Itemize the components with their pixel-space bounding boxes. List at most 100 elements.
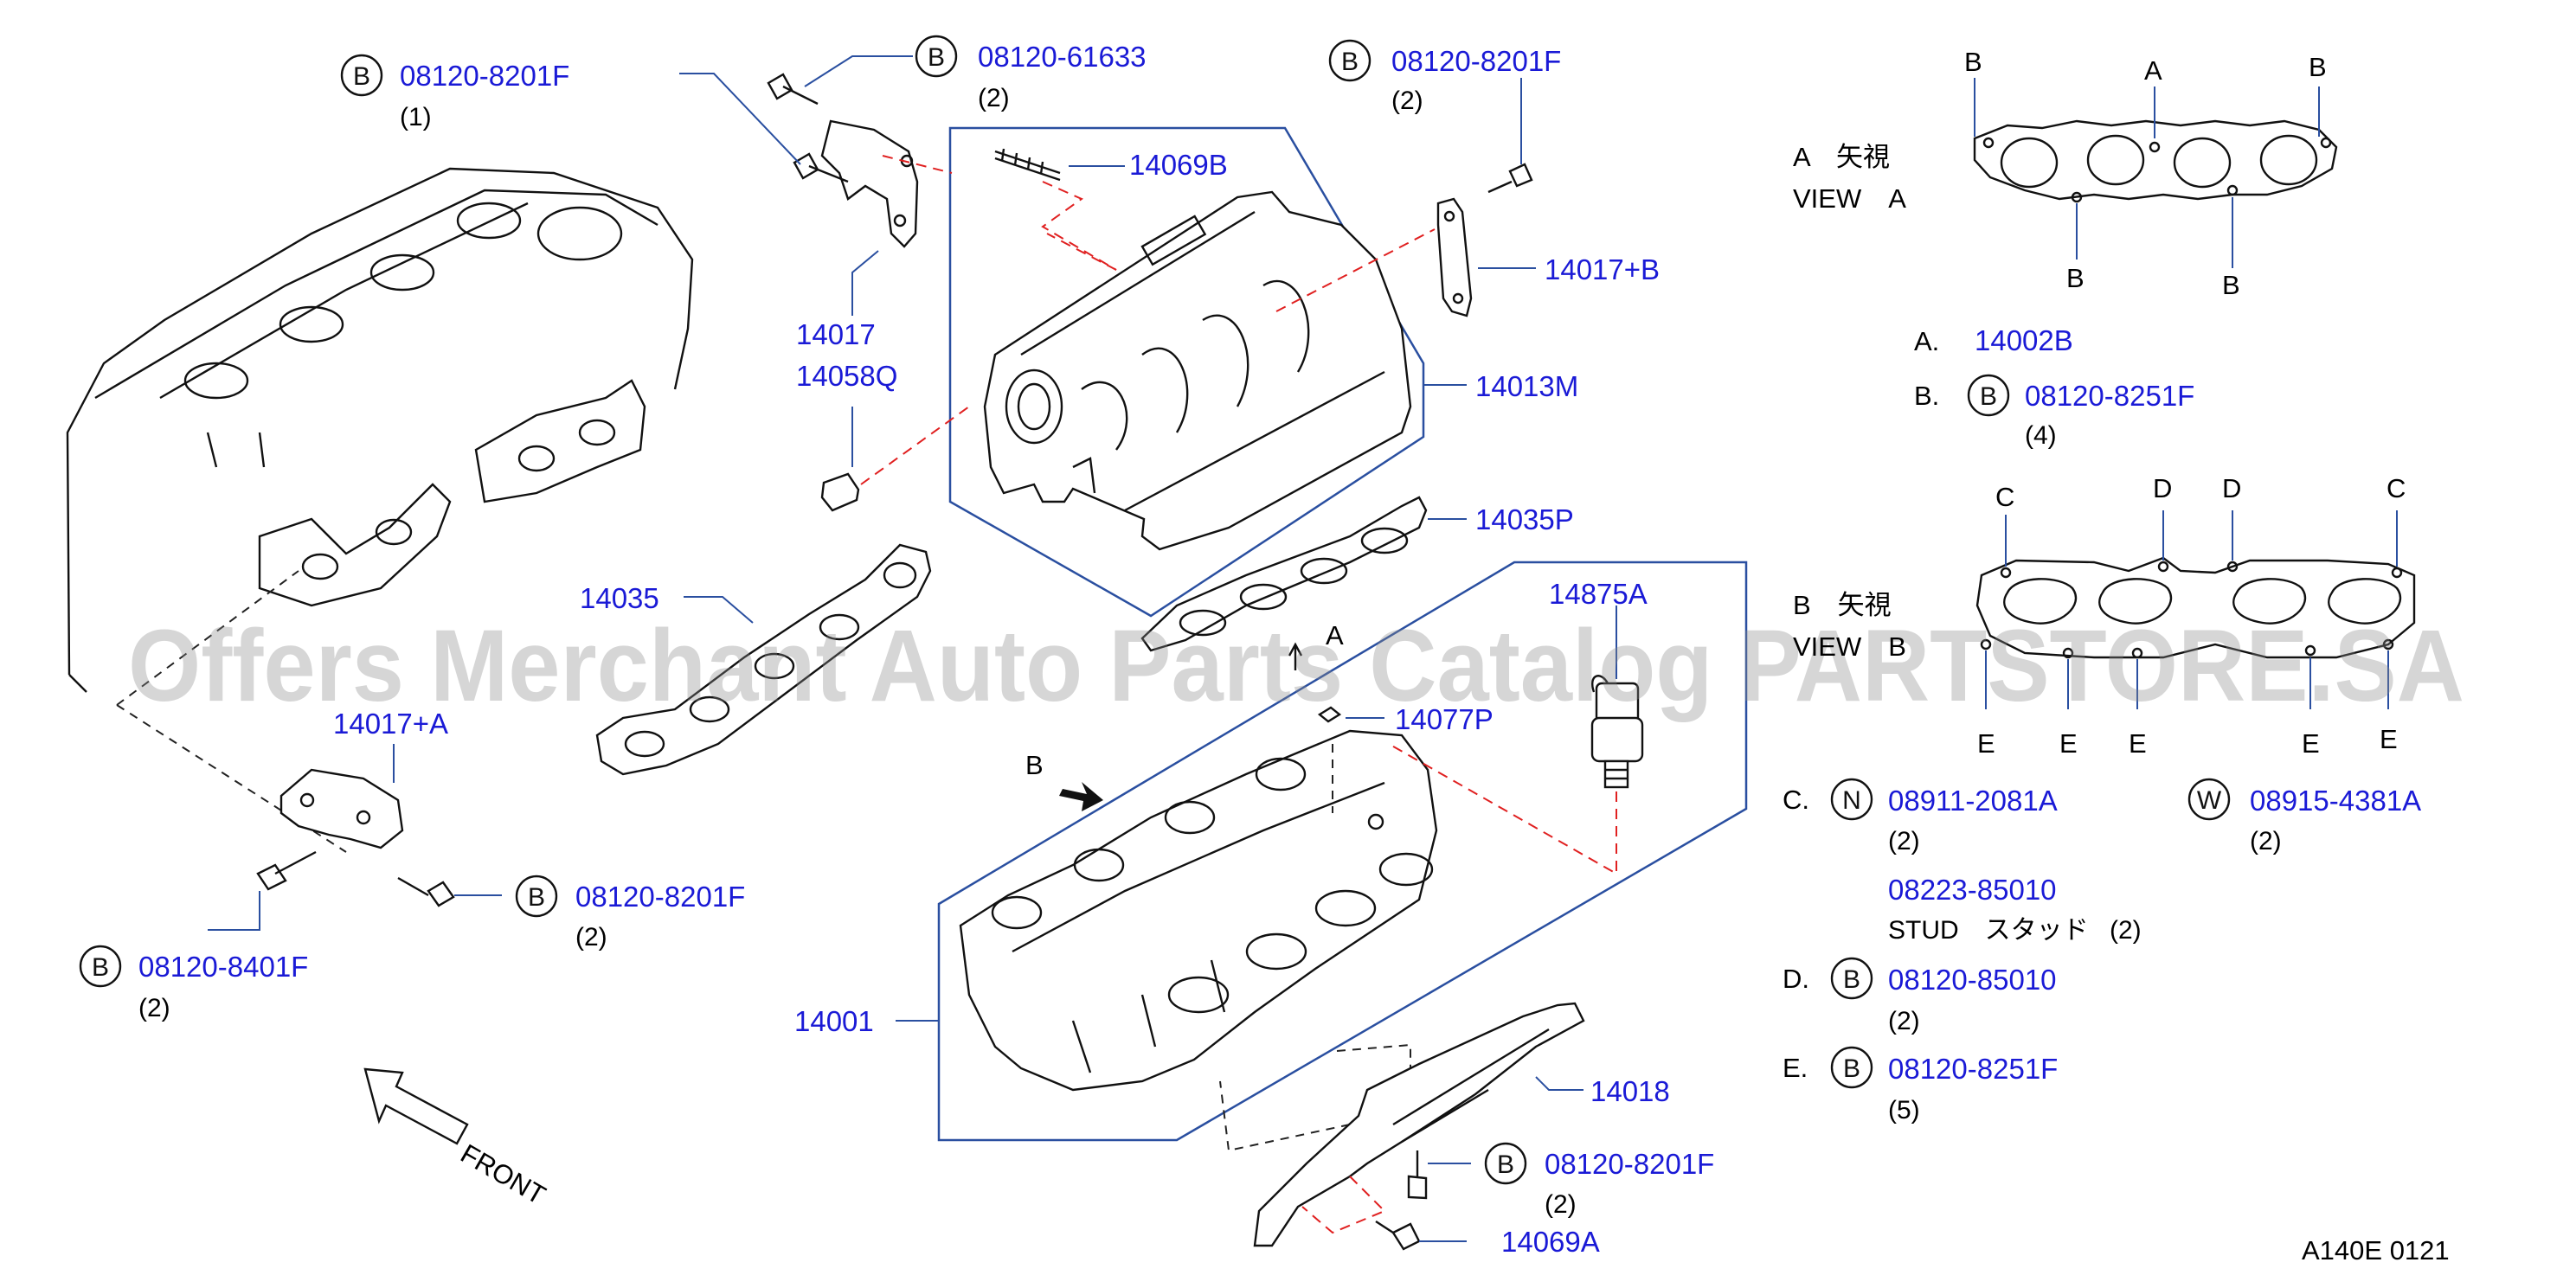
view-b-label: B [1025, 750, 1044, 780]
part-14017A[interactable]: 14017+A [333, 708, 448, 740]
legend-w[interactable]: W 08915-4381A (2) [2187, 778, 2421, 855]
lower-intake-manifold [959, 729, 1438, 1092]
svg-text:B: B [1341, 48, 1359, 76]
part-number: 08120-8201F [1391, 45, 1561, 77]
quantity: (2) [138, 994, 170, 1022]
part-14001[interactable]: 14001 [794, 1005, 874, 1037]
part-14069A[interactable]: 14069A [1501, 1226, 1600, 1258]
view-b-title-en: VIEW B [1793, 631, 1906, 662]
plate-14018 [1253, 1002, 1585, 1247]
quantity: (2) [2110, 916, 2142, 945]
callout-08120-8401F[interactable]: B 08120-8401F (2) [79, 945, 308, 1022]
legend-c[interactable]: C. N 08911-2081A (2) [1783, 778, 2058, 855]
legend-e[interactable]: E. B 08120-8251F (5) [1783, 1046, 2058, 1125]
view-a-letter: B [1964, 47, 1982, 77]
bolt-b-icon [915, 35, 958, 78]
part-14035P[interactable]: 14035P [1475, 503, 1574, 535]
bolt-b-icon [1484, 1142, 1527, 1185]
part-14069B[interactable]: 14069B [1129, 149, 1228, 181]
svg-text:B: B [528, 883, 545, 912]
part-14035[interactable]: 14035 [580, 582, 659, 614]
gasket-14035P [1140, 496, 1428, 652]
svg-text:B: B [92, 953, 109, 982]
view-b-letter: E [2380, 724, 2398, 754]
upper-intake-manifold [983, 190, 1412, 551]
view-a-label: A [1326, 620, 1344, 650]
bolt-icon [1407, 1150, 1428, 1200]
part-number: 08120-8401F [138, 951, 308, 983]
part-number: 08120-61633 [978, 41, 1147, 73]
svg-text:B: B [1980, 382, 1997, 411]
part-14875A[interactable]: 14875A [1549, 578, 1648, 610]
front-label: FRONT [456, 1138, 551, 1211]
bolt-icon [767, 73, 819, 106]
part-14018[interactable]: 14018 [1590, 1075, 1670, 1107]
view-b-letter: D [2153, 473, 2172, 503]
legend-stud[interactable]: 08223-85010 STUD スタッド (2) [1888, 874, 2142, 945]
part-14077P[interactable]: 14077P [1395, 703, 1494, 735]
view-a-letter: B [2066, 263, 2085, 293]
part-number: 08120-8251F [1888, 1053, 2058, 1085]
legend-b[interactable]: B. B 08120-8251F (4) [1914, 374, 2194, 450]
svg-text:B: B [353, 62, 370, 91]
part-number: 08120-8201F [1545, 1148, 1714, 1180]
callout-08120-61633[interactable]: B 08120-61633 (2) [915, 35, 1147, 112]
view-a-letter: B [2309, 52, 2327, 82]
quantity: (2) [978, 84, 1010, 112]
callout-08120-8201F-c[interactable]: B 08120-8201F (2) [515, 875, 745, 952]
svg-text:C.: C. [1783, 785, 1809, 815]
view-b-letter: C [1995, 482, 2014, 512]
legend-d[interactable]: D. B 08120-85010 (2) [1783, 957, 2057, 1035]
view-b-letter: E [1977, 728, 1995, 759]
legend-a[interactable]: A. 14002B [1914, 324, 2073, 356]
quantity: (2) [1888, 1007, 1920, 1035]
part-14017B[interactable]: 14017+B [1545, 253, 1660, 285]
upper-assembly-outline [948, 126, 1425, 618]
svg-text:D.: D. [1783, 964, 1809, 994]
part-number: 08223-85010 [1888, 874, 2057, 906]
svg-text:E.: E. [1783, 1053, 1808, 1083]
quantity: (2) [1888, 827, 1920, 855]
svg-text:N: N [1842, 786, 1861, 815]
view-b-letter: C [2386, 473, 2406, 503]
view-a-letter: A [2144, 55, 2162, 86]
quantity: (2) [575, 923, 607, 952]
callout-08120-8201F-d[interactable]: B 08120-8201F (2) [1484, 1142, 1714, 1219]
lower-assembly-outline [937, 561, 1748, 1142]
bolt-b-icon [1830, 1046, 1873, 1089]
view-a-title-en: VIEW A [1793, 183, 1906, 214]
bolt-b-icon [515, 875, 558, 918]
bolt-b-icon [1328, 39, 1372, 82]
quantity: (2) [2250, 827, 2282, 855]
quantity: (2) [1545, 1190, 1577, 1219]
bolt-b-icon [1830, 957, 1873, 1000]
svg-text:B: B [1843, 1054, 1860, 1083]
diagram-code: A140E 0121 [2302, 1235, 2450, 1266]
callout-08120-8201F-b[interactable]: B 08120-8201F (2) [1328, 39, 1561, 115]
bolt-icon [1487, 163, 1533, 194]
view-b-letter: D [2222, 473, 2241, 503]
quantity: (5) [1888, 1096, 1920, 1125]
svg-text:A.: A. [1914, 326, 1939, 356]
part-14017[interactable]: 14017 [796, 318, 876, 350]
view-a-title-jp: A 矢視 [1793, 142, 1890, 172]
bracket-14017 [820, 119, 919, 248]
bracket-14017B [1436, 197, 1473, 317]
alignment-dash [116, 570, 299, 706]
view-a-marker [1288, 642, 1303, 670]
part-14013M[interactable]: 14013M [1475, 370, 1578, 402]
part-number: 08120-8201F [400, 60, 569, 92]
part-14058Q[interactable]: 14058Q [796, 360, 897, 392]
nut-n-icon [1830, 778, 1873, 821]
stud-14069B [994, 148, 1061, 182]
svg-text:B: B [928, 43, 945, 72]
svg-text:W: W [2197, 786, 2222, 815]
view-b-arrow-icon [1059, 782, 1103, 811]
cap-14058Q [820, 472, 860, 512]
view-b-title-jp: B 矢視 [1793, 590, 1892, 620]
part-name: STUD スタッド [1888, 916, 2089, 945]
engine-cylinder-head [66, 167, 694, 693]
callout-08120-8201F-a[interactable]: B 08120-8201F (1) [340, 54, 569, 131]
part-number: 14002B [1975, 324, 2073, 356]
bolt-b-icon [1967, 374, 2010, 417]
